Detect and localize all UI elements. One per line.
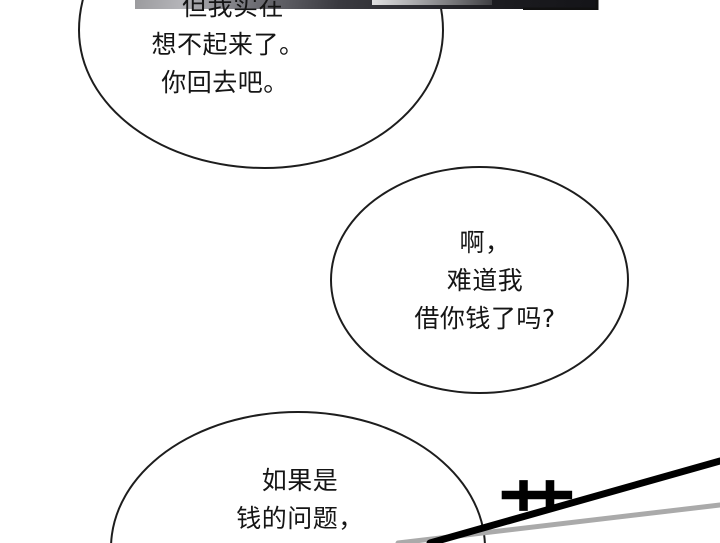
bubble-2-line-2: 难道我 (446, 266, 524, 295)
bubble-2-line-1: 啊， (459, 228, 511, 257)
bubble-2-line-3: 借你钱了吗? (414, 304, 556, 333)
cut-off-panel-strip (135, 0, 598, 9)
bubble-1-line-2: 想不起来了。 (151, 30, 305, 59)
grass-radical-glyph: 艹 (498, 472, 577, 543)
bubble-3-line-2: 钱的问题， (236, 504, 364, 533)
bubble-1-line-1: 但我实在 (181, 0, 284, 21)
bubble-3-line-1: 如果是 (261, 466, 339, 495)
bubble-1-line-3: 你回去吧。 (161, 68, 289, 97)
panel-frame-right-edge (523, 0, 599, 10)
speech-bubble-2 (330, 166, 629, 394)
speech-bubble-2-text: 啊， 难道我 借你钱了吗? (335, 224, 635, 338)
speech-bubble-3-text: 如果是 钱的问题， (150, 462, 450, 538)
panel-strip-highlight (372, 0, 492, 5)
speech-bubble-1-text: 但我实在 想不起来了。 你回去吧。 (60, 0, 390, 102)
